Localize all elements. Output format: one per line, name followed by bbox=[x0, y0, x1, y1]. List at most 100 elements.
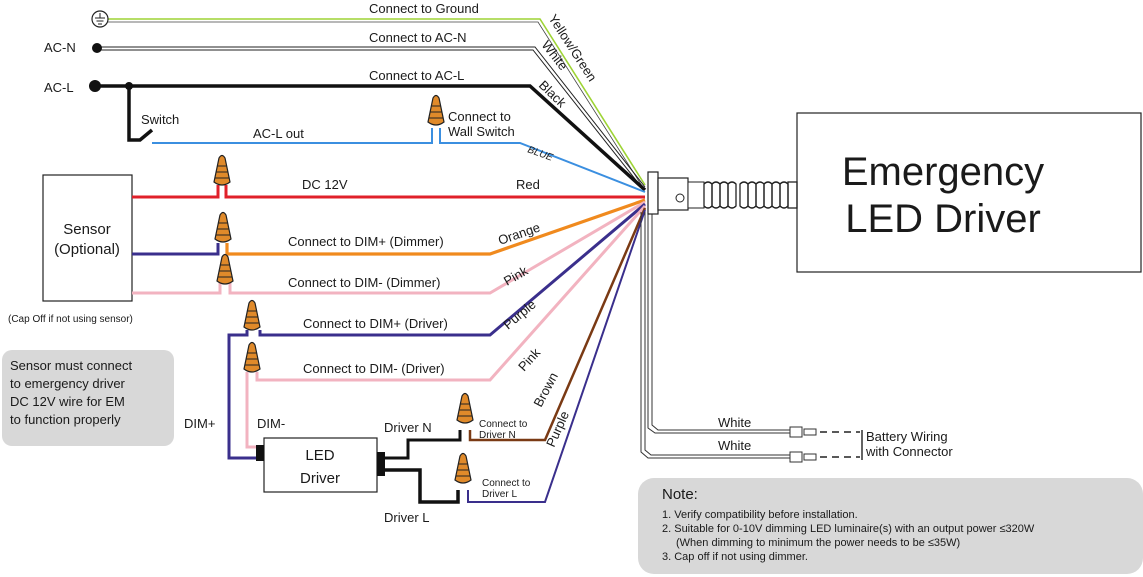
note-line-2: 2. Suitable for 0-10V dimming LED lumina… bbox=[662, 523, 1035, 535]
note-line-3: (When dimming to minimum the power needs… bbox=[676, 537, 960, 549]
wire-nut-icon bbox=[214, 211, 232, 243]
driver-n-label: Driver N bbox=[384, 420, 432, 435]
purple-label-1: Purple bbox=[500, 297, 538, 333]
note-title: Note: bbox=[662, 486, 698, 503]
red-wire bbox=[224, 185, 645, 199]
sensor-note-box bbox=[2, 350, 174, 446]
ac-n-terminal bbox=[92, 43, 102, 53]
ac-n-label: Connect to AC-N bbox=[369, 30, 467, 45]
wire-nut-icon bbox=[213, 154, 231, 186]
dim-minus-label: DIM- bbox=[257, 416, 285, 431]
acl-out-label: AC-L out bbox=[253, 126, 304, 141]
switch-wire bbox=[127, 86, 154, 142]
brown-label: Brown bbox=[530, 370, 561, 410]
led-driver-right-cap bbox=[377, 452, 385, 476]
ac-l-terminal bbox=[89, 80, 101, 92]
ac-l-terminal-label: AC-L bbox=[44, 80, 74, 95]
battery-connector-1 bbox=[789, 426, 860, 438]
ac-l-wire bbox=[95, 84, 647, 192]
sensor-purple-wire bbox=[132, 243, 220, 256]
ac-l-label: Connect to AC-L bbox=[369, 68, 464, 83]
conduit-fitting bbox=[647, 171, 705, 215]
led-driver-label-2: Driver bbox=[300, 470, 340, 487]
wire-nut-icon bbox=[456, 392, 474, 424]
sensor-cap-off-label: (Cap Off if not using sensor) bbox=[8, 314, 133, 325]
battery-white-1: White bbox=[718, 415, 751, 430]
sensor-pink-wire bbox=[132, 283, 222, 295]
wire-nuts bbox=[213, 94, 474, 484]
driver-n-wire bbox=[378, 430, 462, 460]
battery-wire-2 bbox=[640, 212, 790, 459]
brown-wire bbox=[468, 207, 647, 442]
wire-nut-icon bbox=[243, 341, 261, 373]
ac-n-wire bbox=[100, 46, 646, 188]
ground-label: Connect to Ground bbox=[369, 1, 479, 16]
driver-l-connect-2: Driver L bbox=[482, 489, 517, 500]
sensor-label-1: Sensor bbox=[63, 221, 111, 238]
battery-label-1: Battery Wiring bbox=[866, 429, 948, 444]
ground-symbol-icon bbox=[91, 10, 109, 28]
note-line-1: 1. Verify compatibility before installat… bbox=[662, 509, 858, 521]
dim-minus-driver-label: Connect to DIM- (Driver) bbox=[303, 361, 445, 376]
battery-label-2: with Connector bbox=[865, 444, 953, 459]
dim-minus-dimmer-label: Connect to DIM- (Dimmer) bbox=[288, 275, 440, 290]
driver-n-connect-2: Driver N bbox=[479, 430, 516, 441]
driver-l-label: Driver L bbox=[384, 510, 430, 525]
purple-label-2: Purple bbox=[543, 409, 572, 449]
ac-n-wire-2 bbox=[100, 49, 644, 190]
battery-white-2: White bbox=[718, 438, 751, 453]
note-line-4: 3. Cap off if not using dimmer. bbox=[662, 551, 808, 563]
pink-label-1: Pink bbox=[501, 263, 531, 289]
sensor-box bbox=[42, 174, 133, 302]
driver-n-wire-2 bbox=[378, 443, 455, 463]
wall-switch-label-2: Wall Switch bbox=[448, 124, 515, 139]
dim-plus-driver-label: Connect to DIM+ (Driver) bbox=[303, 316, 448, 331]
battery-wire-2b bbox=[644, 212, 790, 456]
sensor-note-line-3: DC 12V wire for EM bbox=[10, 394, 125, 409]
sensor-note-line-2: to emergency driver bbox=[10, 376, 126, 391]
wire-nut-icon bbox=[243, 299, 261, 331]
blue-label: BLUE bbox=[526, 144, 555, 163]
installation-note-box bbox=[638, 478, 1143, 574]
ac-l-junction bbox=[125, 82, 133, 90]
sensor-red-wire bbox=[132, 185, 220, 199]
driver-dim-minus-wire bbox=[245, 372, 262, 449]
driver-n-connect-1: Connect to bbox=[479, 419, 528, 430]
dim-plus-label: DIM+ bbox=[184, 416, 215, 431]
driver-l-wire bbox=[378, 468, 460, 504]
wall-switch-label-1: Connect to bbox=[448, 109, 511, 124]
ground-wire-outline bbox=[108, 21, 643, 187]
sensor-note-line-1: Sensor must connect bbox=[10, 358, 133, 373]
battery-connector-2 bbox=[789, 451, 860, 463]
emergency-label-2: LED Driver bbox=[845, 197, 1041, 241]
led-driver-box bbox=[263, 437, 378, 493]
battery-wire-1 bbox=[647, 212, 790, 434]
flex-conduit bbox=[703, 181, 798, 209]
sensor-note-line-4: to function properly bbox=[10, 412, 121, 427]
wire-nut-icon bbox=[427, 94, 445, 126]
emergency-driver-box bbox=[796, 112, 1142, 273]
led-driver-left-cap bbox=[256, 445, 264, 461]
blue-wire bbox=[439, 128, 646, 193]
ground-wire bbox=[108, 18, 646, 186]
purple-wire-2 bbox=[467, 209, 646, 503]
purple-wire-1 bbox=[258, 202, 646, 337]
switch-label: Switch bbox=[141, 112, 179, 127]
sensor-label-2: (Optional) bbox=[54, 241, 120, 258]
dc12v-label: DC 12V bbox=[302, 177, 348, 192]
emergency-label-1: Emergency bbox=[842, 150, 1044, 194]
wire-nut-icon bbox=[454, 452, 472, 484]
dim-plus-dimmer-label: Connect to DIM+ (Dimmer) bbox=[288, 234, 444, 249]
led-driver-label-1: LED bbox=[305, 447, 334, 464]
pink-wire-2 bbox=[255, 205, 647, 382]
driver-l-connect-1: Connect to bbox=[482, 478, 531, 489]
ac-n-terminal-label: AC-N bbox=[44, 40, 76, 55]
battery-wire-1b bbox=[651, 212, 790, 431]
red-label: Red bbox=[516, 177, 540, 192]
acl-out-wire bbox=[152, 128, 433, 144]
driver-dim-plus-wire bbox=[227, 330, 262, 460]
pink-wire-1 bbox=[228, 200, 646, 295]
wire-nut-icon bbox=[216, 253, 234, 285]
